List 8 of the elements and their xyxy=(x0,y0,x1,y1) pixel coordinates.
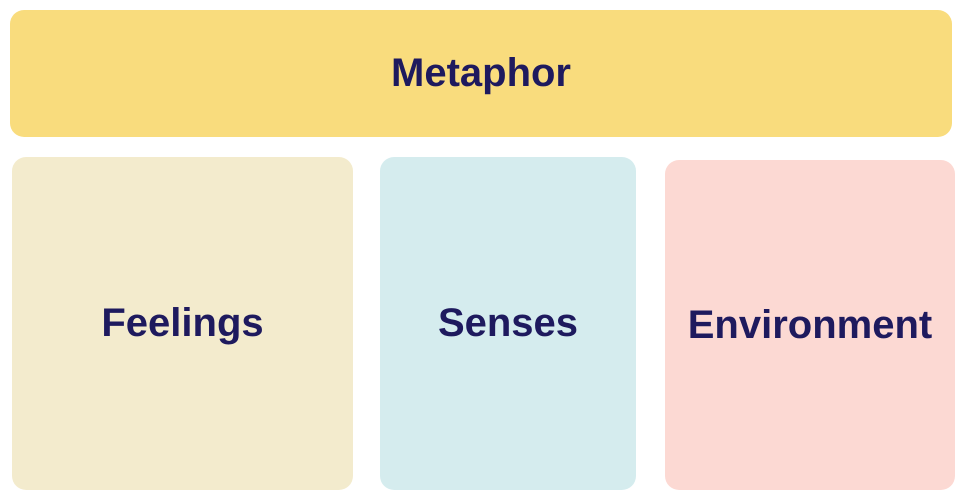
category-label: Senses xyxy=(438,301,578,346)
category-box xyxy=(12,157,353,490)
category-box xyxy=(10,10,952,137)
category-box xyxy=(380,157,636,490)
category-label: Feelings xyxy=(101,301,264,346)
category-box xyxy=(665,160,955,490)
heading-text: Metaphor xyxy=(391,51,571,96)
category-label: Environment xyxy=(688,302,932,348)
